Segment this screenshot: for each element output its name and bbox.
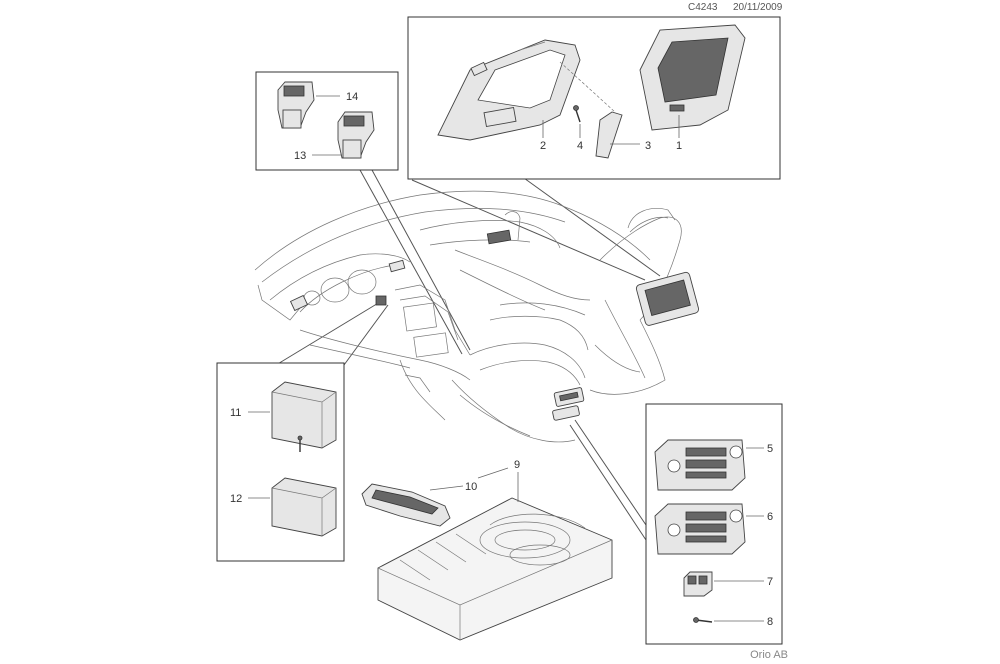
connector-lines	[275, 167, 661, 541]
box-rear-display-group: 2 4 3 1	[407, 16, 781, 180]
callout-13: 13	[294, 150, 306, 162]
box-control-module-group: 11 12	[216, 362, 345, 562]
callout-9: 9	[514, 459, 520, 471]
callout-1: 1	[676, 140, 682, 152]
callout-7: 7	[767, 576, 773, 588]
box-climate-control-group: 5 6 7 8	[645, 403, 783, 645]
callout-2: 2	[540, 140, 546, 152]
box-switch-group: 14 13	[255, 71, 399, 171]
callout-10: 10	[465, 481, 477, 493]
callout-5: 5	[767, 443, 773, 455]
callout-11: 11	[230, 407, 241, 419]
callout-14: 14	[346, 91, 358, 103]
company-name: Orio AB	[750, 649, 788, 661]
drawing-date: 20/11/2009	[733, 2, 783, 13]
callout-8: 8	[767, 616, 773, 628]
callout-4: 4	[577, 140, 583, 152]
callout-3: 3	[645, 140, 651, 152]
remote-control-part: 10	[361, 467, 509, 527]
drawing-code: C4243	[688, 2, 718, 13]
car-interior-overview	[254, 190, 700, 443]
callout-12: 12	[230, 493, 242, 505]
accessory-box-part: 9	[377, 459, 613, 641]
callout-6: 6	[767, 511, 773, 523]
